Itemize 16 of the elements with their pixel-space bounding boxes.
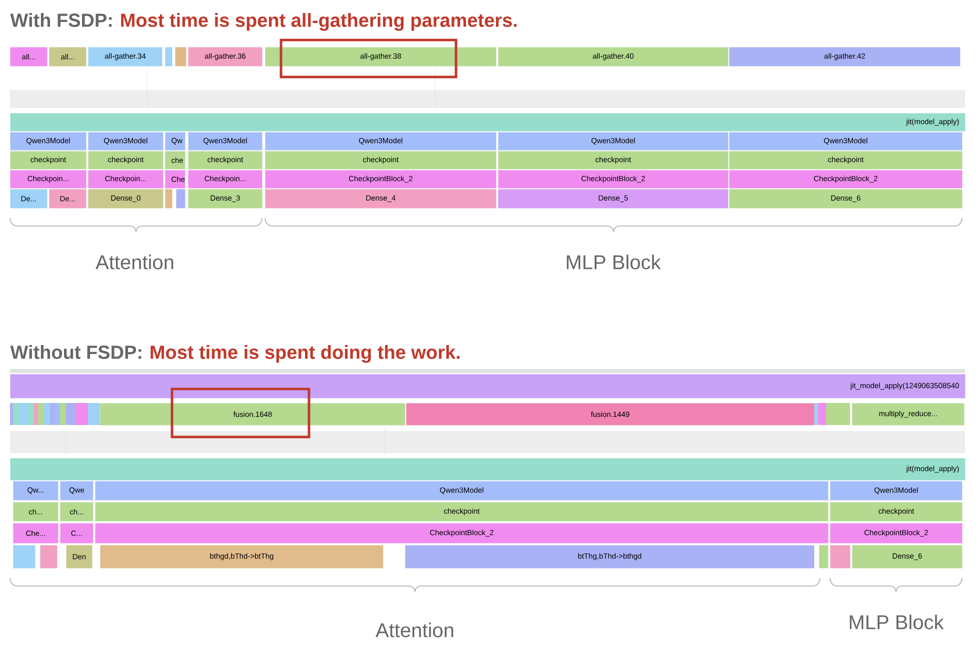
trace-bar xyxy=(819,545,828,568)
section-label: Attention xyxy=(376,622,454,638)
heading: Most time is spent doing the work. xyxy=(150,345,460,363)
heading: With FSDP: xyxy=(10,13,112,27)
trace-bar xyxy=(176,189,186,208)
trace-bar xyxy=(830,545,850,568)
heading: Most time is spent all-gathering parameters. xyxy=(121,13,517,31)
trace-bar xyxy=(40,545,58,568)
section-label: MLP Block xyxy=(850,614,944,630)
section-label: Attention xyxy=(96,254,174,270)
heading: Without FSDP: xyxy=(10,345,142,359)
trace-bar xyxy=(13,545,36,568)
trace-bar xyxy=(175,47,186,66)
section-label: MLP Block xyxy=(566,254,661,270)
trace-bar xyxy=(165,189,172,208)
trace-bar xyxy=(165,47,172,66)
